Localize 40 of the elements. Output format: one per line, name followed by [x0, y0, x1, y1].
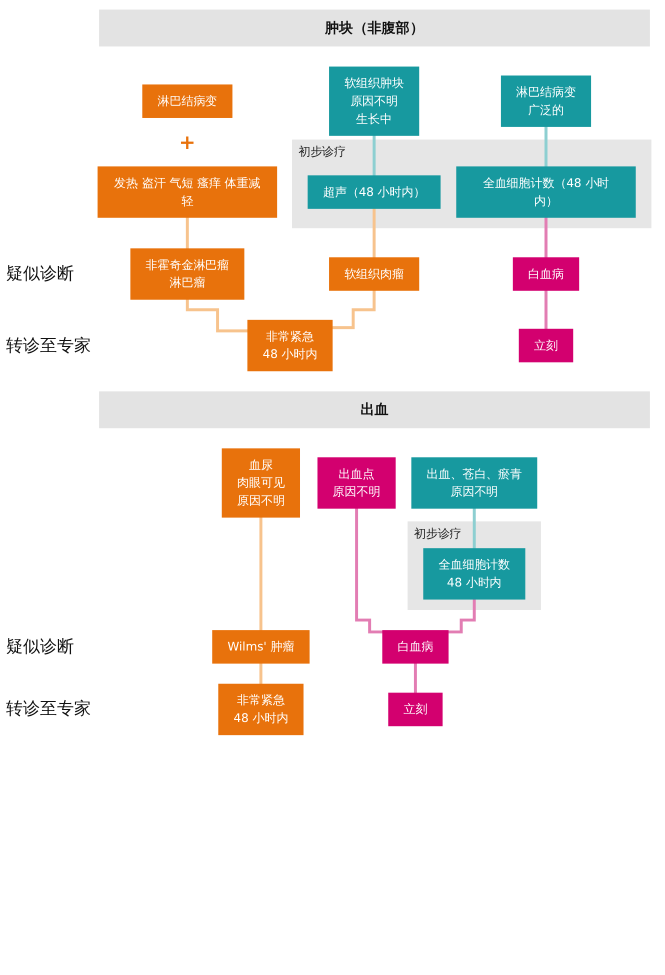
- row-label: 转诊至专家: [6, 699, 91, 720]
- connector: [372, 207, 376, 260]
- node-box: 非常紧急 48 小时内: [247, 320, 333, 372]
- node-box: 超声（48 小时内）: [308, 175, 441, 209]
- connector: [259, 662, 262, 686]
- connector: [544, 125, 548, 168]
- connector: [186, 216, 189, 250]
- node-box: 出血: [99, 391, 650, 428]
- connector: [472, 506, 476, 550]
- row-label: 疑似诊断: [6, 264, 74, 284]
- node-box: 立刻: [388, 692, 443, 726]
- node-box: 发热 盗汗 气短 瘙痒 体重减轻: [98, 166, 278, 218]
- row-label: 疑似诊断: [6, 636, 74, 658]
- node-box: 软组织肉瘤: [329, 257, 420, 291]
- node-box: 全血细胞计数 48 小时内: [423, 548, 526, 600]
- plus-sign: +: [178, 132, 196, 152]
- node-box: 非常紧急 48 小时内: [218, 684, 304, 736]
- node-box: 肿块（非腹部）: [99, 10, 650, 46]
- connector: [544, 216, 548, 260]
- connector: [332, 288, 376, 330]
- node-box: 出血、苍白、瘀青 原因不明: [411, 457, 538, 509]
- node-box: 淋巴结病变: [142, 84, 232, 118]
- connector: [186, 298, 248, 332]
- node-box: 全血细胞计数（48 小时内）: [456, 166, 636, 218]
- connector: [448, 598, 476, 634]
- node-box: 血尿 肉眼可见 原因不明: [222, 448, 300, 518]
- connector: [355, 506, 383, 634]
- node-box: 白血病: [382, 630, 449, 664]
- node-box: 软组织肿块 原因不明 生长中: [329, 66, 420, 136]
- node-box: Wilms' 肿瘤: [212, 630, 310, 664]
- node-box: 出血点 原因不明: [317, 457, 396, 509]
- connector: [259, 516, 262, 632]
- node-box: 淋巴结病变 广泛的: [500, 76, 592, 127]
- node-box: 非霍奇金淋巴瘤 淋巴瘤: [130, 248, 244, 300]
- connector: [544, 288, 548, 331]
- row-label: 转诊至专家: [6, 336, 91, 356]
- connector: [372, 134, 376, 178]
- connector: [414, 662, 417, 695]
- node-box: 白血病: [512, 257, 580, 291]
- node-box: 立刻: [518, 328, 574, 362]
